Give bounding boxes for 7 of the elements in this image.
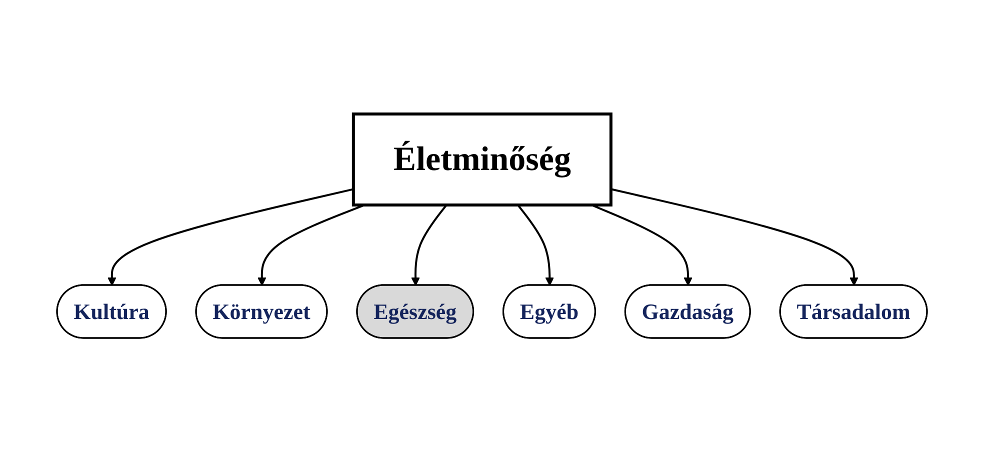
- arrow: [258, 204, 366, 286]
- arrow: [108, 188, 354, 286]
- arrow: [591, 204, 692, 286]
- arrow: [517, 204, 554, 286]
- arrow: [610, 188, 858, 286]
- arrow: [411, 204, 448, 286]
- node-box: Életminőség: [352, 112, 612, 206]
